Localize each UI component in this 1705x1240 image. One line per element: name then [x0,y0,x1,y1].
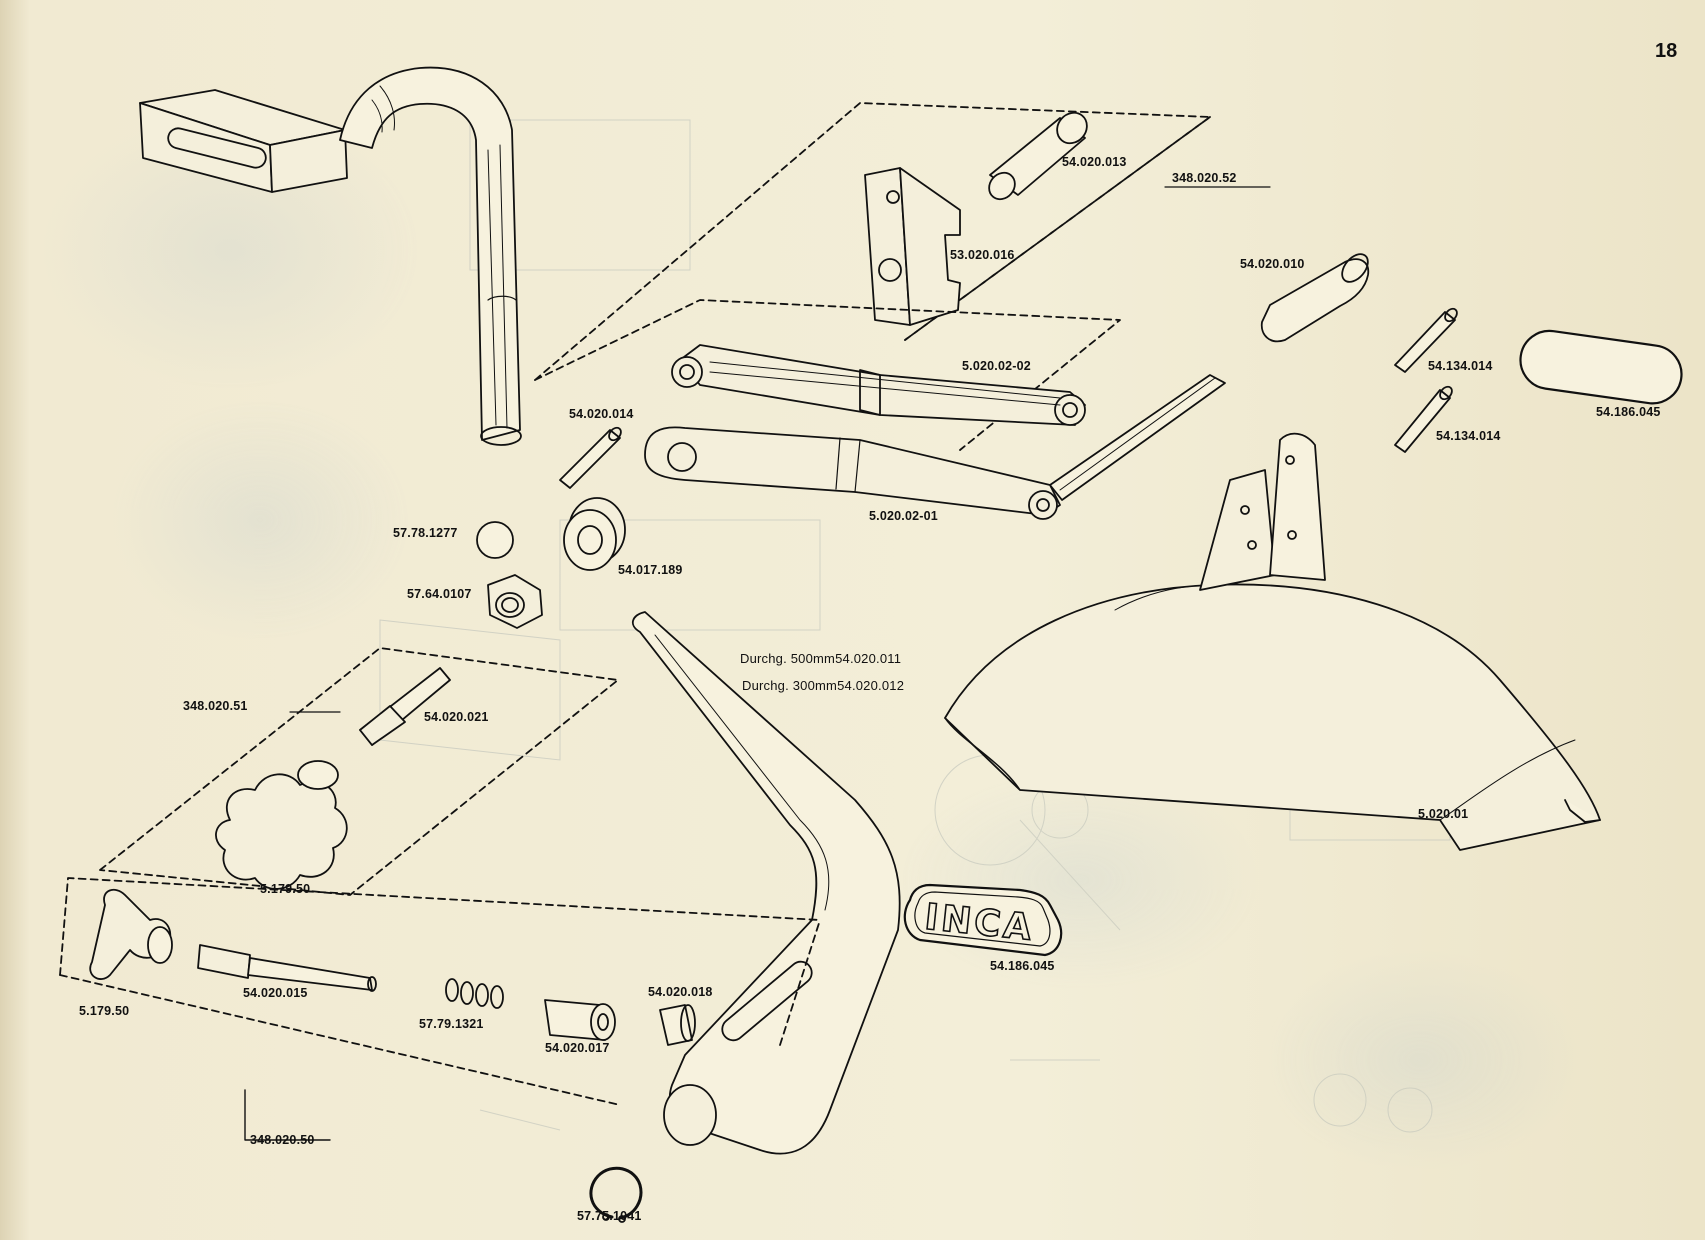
lower-arm-part [644,374,1226,520]
oval-badge-part [1519,329,1683,405]
page-number: 18 [1655,40,1678,62]
part-label-54-017-189: 54.017.189 [618,563,683,577]
part-label-54-020-014: 54.020.014 [569,407,634,421]
part-label-53-020-016: 53.020.016 [950,248,1015,262]
part-label-348-020-51: 348.020.51 [183,699,248,713]
part-label-57-75-1041: 57.75.1041 [577,1209,642,1223]
part-label-348-020-52: 348.020.52 [1172,171,1237,185]
durchg-300-label: Durchg. 300mm54.020.012 [742,678,905,693]
ball-part [476,521,514,559]
part-label-54-186-045-a: 54.186.045 [1596,405,1661,419]
part-label-57-78-1277: 57.78.1277 [393,526,458,540]
small-bushing-part [659,1004,696,1046]
pin-small-part-b [1394,385,1453,453]
part-label-54-134-014-b: 54.134.014 [1436,429,1501,443]
part-label-54-020-018: 54.020.018 [648,985,713,999]
curved-guide-rail-part [631,611,901,1155]
part-label-54-020-010: 54.020.010 [1240,257,1305,271]
arm-box-outline [534,299,1121,451]
part-label-5-179-50-b: 5.179.50 [79,1004,130,1018]
part-label-5-179-50-a: 5.179.50 [260,882,311,896]
upright-fins-part [1199,432,1326,591]
curved-rod-part [339,66,522,446]
part-label-54-020-021: 54.020.021 [424,710,489,724]
part-label-5-020-02-01: 5.020.02-01 [869,509,938,523]
part-label-54-134-014-a: 54.134.014 [1428,359,1493,373]
part-label-348-020-50: 348.020.50 [250,1133,315,1147]
threaded-rod-part [359,667,451,746]
t-knob-part [89,888,173,980]
part-label-57-79-1321: 57.79.1321 [419,1017,484,1031]
part-label-54-020-015: 54.020.015 [243,986,308,1000]
roller-part [1260,253,1370,343]
part-label-57-64-0107: 57.64.0107 [407,587,472,601]
star-knob-part [215,760,348,890]
washer-set-part [445,978,504,1009]
inca-nameplate-part [903,883,1063,957]
bracket-block-part [864,167,961,326]
leader-lines [289,186,1271,713]
upper-arm-part [671,344,1086,426]
long-bolt-part [197,944,377,992]
cylinder-bushing-part [544,999,616,1041]
spacer-wheel-part [563,497,626,571]
durchg-500-label: Durchg. 500mm54.020.011 [740,651,902,666]
pin-small-part-a [1394,307,1458,373]
guide-bracket-part [139,89,348,193]
part-label-54-186-045-b: 54.186.045 [990,959,1055,973]
plate-assembly-348-020-51 [99,647,619,896]
dowel-pin-part [559,426,622,489]
hex-nut-part [487,574,543,629]
pin-part [988,111,1088,201]
part-label-5-020-01: 5.020.01 [1418,807,1469,821]
hardware-kit-box-348-020-50 [59,877,821,1141]
circlip-part [589,1166,643,1223]
part-label-54-020-013: 54.020.013 [1062,155,1127,169]
part-label-5-020-02-02: 5.020.02-02 [962,359,1031,373]
part-label-54-020-017: 54.020.017 [545,1041,610,1055]
dome-base-part [944,583,1601,851]
